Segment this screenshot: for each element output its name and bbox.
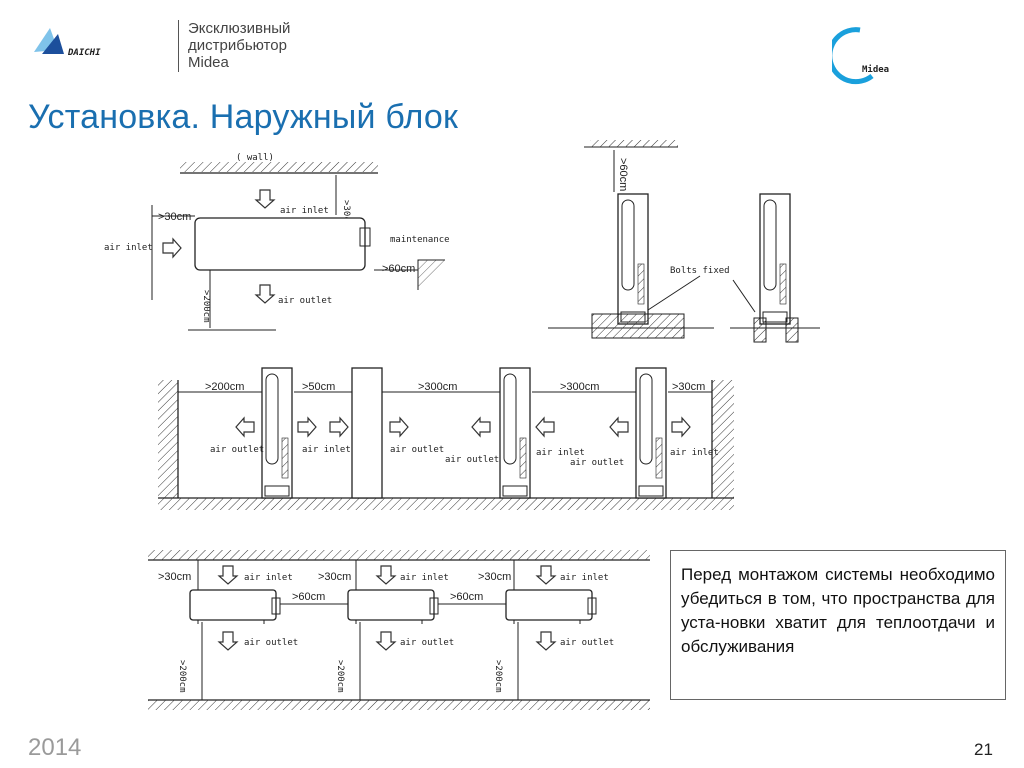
dim-bottom-200: >200cm: [201, 290, 211, 323]
bottom-dim-30-1: >30cm: [158, 571, 191, 583]
bottom-dim-30-2: >30cm: [318, 571, 351, 583]
note-box: Перед монтажом системы необходимо убедит…: [670, 550, 1006, 700]
bottom-outlet-1: air outlet: [244, 638, 298, 648]
mid-label-3: air outlet: [390, 445, 444, 455]
bottom-inlet-1: air inlet: [244, 573, 293, 583]
page-number: 21: [974, 740, 993, 759]
diagram-wall-mounted: ( wall) >30cm air inlet >30cm air inlet …: [104, 153, 450, 331]
dim-left-30: >30cm: [158, 211, 191, 223]
bolts-label: Bolts fixed: [670, 266, 730, 276]
midea-wordmark: Midea: [862, 64, 889, 75]
dim-300-a: >300cm: [418, 381, 457, 393]
outdoor-unit: [194, 217, 366, 271]
dim-300-b: >300cm: [560, 381, 599, 393]
bottom-outlet-2: air outlet: [400, 638, 454, 648]
bottom-outlet-3: air outlet: [560, 638, 614, 648]
midea-logo-swoosh: [832, 27, 874, 85]
footer-year: 2014: [28, 734, 82, 761]
bottom-inlet-3: air inlet: [560, 573, 609, 583]
dim-top-60: >60cm: [617, 158, 629, 191]
daichi-wordmark: DAICHI: [67, 48, 101, 58]
mid-label-1: air outlet: [210, 445, 264, 455]
dim-right-60: >60cm: [382, 263, 415, 275]
page-title: Установка. Наружный блок: [28, 98, 459, 136]
diagram-floor-mounted: >60cm Bolts fixed: [548, 140, 820, 343]
mid-label-4: air outlet: [445, 455, 499, 465]
mid-label-6: air outlet: [570, 458, 624, 468]
mid-label-2: air inlet: [302, 445, 351, 455]
header-divider: [178, 20, 179, 72]
wall-label: ( wall): [236, 153, 274, 163]
bottom-dim-60-2: >60cm: [450, 591, 483, 603]
bottom-dim-60-1: >60cm: [292, 591, 325, 603]
bottom-dim-200-1: >200cm: [177, 660, 187, 693]
mid-label-5: air inlet: [536, 448, 585, 458]
mid-label-7: air inlet: [670, 448, 719, 458]
diagram-row-units: >200cm >50cm >300cm >300cm >30cm air out…: [158, 367, 734, 510]
bottom-inlet-2: air inlet: [400, 573, 449, 583]
dim-30: >30cm: [672, 381, 705, 393]
bottom-dim-200-2: >200cm: [335, 660, 345, 693]
dim-200: >200cm: [205, 381, 244, 393]
bottom-dim-30-3: >30cm: [478, 571, 511, 583]
air-outlet-label: air outlet: [278, 296, 332, 306]
air-inlet-top-label: air inlet: [280, 206, 329, 216]
dim-top-30: >30cm: [341, 200, 351, 227]
dim-50: >50cm: [302, 381, 335, 393]
air-inlet-left-label: air inlet: [104, 243, 153, 253]
midea-logo: Midea: [832, 27, 889, 85]
diagram-stacked-units: >30cm >30cm >30cm air inlet air inlet ai…: [148, 550, 650, 710]
maintenance-label: maintenance: [390, 235, 450, 245]
daichi-logo: DAICHI: [34, 28, 101, 58]
bottom-dim-200-3: >200cm: [493, 660, 503, 693]
distributor-tagline: Эксклюзивный дистрибьютор Midea: [188, 20, 291, 71]
